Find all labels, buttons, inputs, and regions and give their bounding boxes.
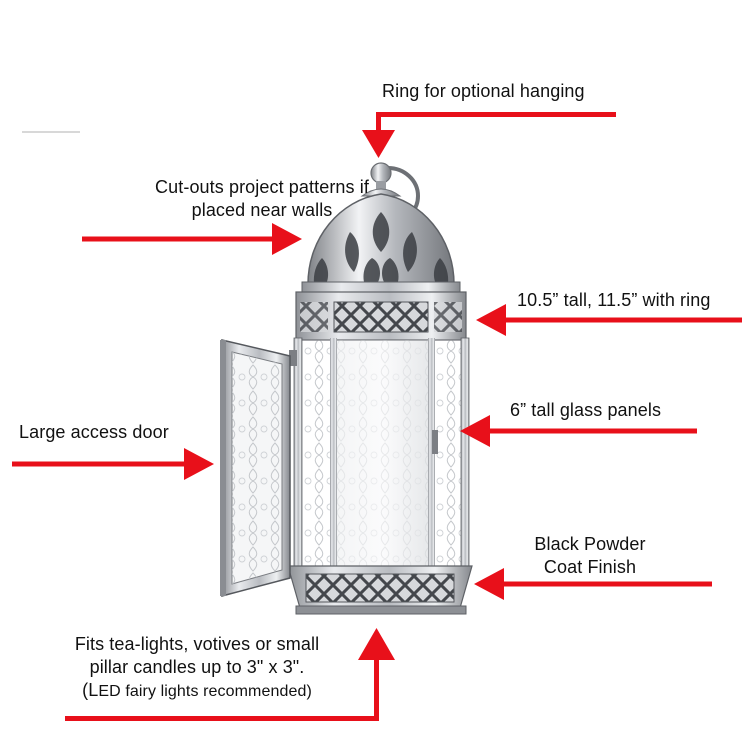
ring-arrow-shaft (376, 112, 616, 117)
height-arrow-shaft (506, 317, 742, 323)
access-door (220, 339, 291, 597)
fits-arrow-shaft (374, 654, 379, 721)
glass-arrow-head (460, 415, 490, 447)
fits-note: (LED fairy lights recommended) (82, 680, 312, 700)
door-arrow-head (184, 448, 214, 480)
glass-arrow-shaft (490, 428, 697, 434)
fits-label-line1: Fits tea-lights, votives or small (74, 634, 320, 654)
height-label: 10.5” tall, 11.5” with ring (517, 290, 711, 310)
cutouts-arrow-head (272, 223, 302, 255)
door-arrow-shaft (12, 461, 184, 467)
fits-arrow-head (358, 628, 395, 660)
finish-arrow-head (474, 568, 504, 600)
fits-arrow-shaft (65, 716, 379, 721)
finish-label: Black Powder Coat Finish (490, 533, 690, 579)
cutouts-arrow-shaft (82, 236, 272, 242)
glass-panels-label: 6” tall glass panels (510, 400, 662, 420)
finish-arrow-shaft (504, 581, 712, 587)
door-label: Large access door (19, 422, 169, 442)
lantern (220, 162, 473, 615)
ring-arrow-shaft (376, 112, 381, 138)
callout-arrows (12, 112, 742, 721)
finish-label-line1: Black Powder (534, 534, 646, 554)
cutouts-label-line2: placed near walls (191, 200, 333, 220)
dome-cutouts (313, 212, 449, 284)
divider-mark (22, 131, 80, 133)
fits-label: Fits tea-lights, votives or small pillar… (42, 633, 352, 703)
cutouts-label-line1: Cut-outs project patterns if (155, 177, 369, 197)
ring-arrow-head (362, 130, 395, 158)
fits-label-line2: pillar candles up to 3" x 3". (89, 657, 305, 677)
height-arrow-head (476, 304, 506, 336)
cutouts-label: Cut-outs project patterns if placed near… (112, 176, 412, 222)
finish-label-line2: Coat Finish (543, 557, 637, 577)
ring-label: Ring for optional hanging (382, 81, 585, 101)
